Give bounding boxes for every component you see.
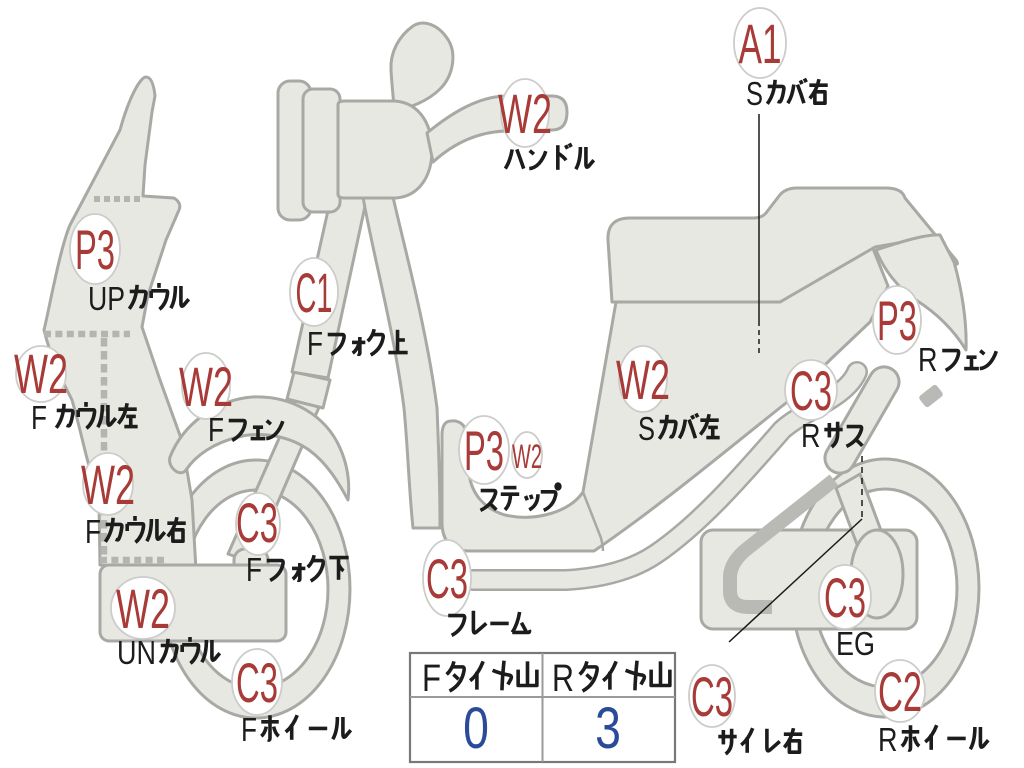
svg-text:F: F [241, 711, 257, 748]
svg-text:C1: C1 [296, 261, 333, 324]
svg-text:P3: P3 [75, 218, 115, 281]
svg-text:P3: P3 [877, 289, 917, 352]
svg-text:UP: UP [88, 280, 125, 317]
svg-text:W2: W2 [116, 577, 170, 640]
svg-text:C3: C3 [236, 491, 278, 554]
svg-text:S: S [746, 75, 763, 112]
svg-text:W2: W2 [616, 348, 670, 411]
svg-text:F: F [31, 399, 47, 436]
svg-text:C3: C3 [236, 651, 278, 714]
svg-text:0: 0 [463, 696, 489, 761]
svg-text:C3: C3 [426, 547, 468, 610]
svg-text:R: R [801, 417, 821, 454]
svg-text:W2: W2 [498, 82, 552, 145]
svg-text:C3: C3 [824, 566, 866, 629]
svg-text:F: F [208, 411, 224, 448]
svg-text:F: F [246, 551, 262, 588]
svg-text:F: F [307, 325, 323, 362]
svg-text:F: F [422, 658, 441, 700]
svg-text:R: R [878, 721, 898, 758]
svg-text:R: R [918, 341, 938, 378]
svg-text:S: S [638, 410, 655, 447]
svg-text:A1: A1 [739, 12, 782, 75]
svg-text:W2: W2 [81, 453, 135, 516]
svg-text:C3: C3 [790, 359, 832, 422]
svg-text:C2: C2 [878, 660, 922, 723]
svg-text:W2: W2 [512, 438, 542, 476]
svg-text:W2: W2 [14, 342, 68, 405]
svg-text:R: R [552, 658, 574, 700]
svg-text:F: F [85, 513, 101, 550]
svg-text:EG: EG [836, 625, 875, 662]
svg-text:W2: W2 [179, 355, 233, 418]
svg-text:P3: P3 [464, 419, 504, 482]
svg-text:C3: C3 [691, 665, 733, 728]
svg-text:3: 3 [595, 696, 621, 761]
svg-text:UN: UN [117, 634, 156, 671]
